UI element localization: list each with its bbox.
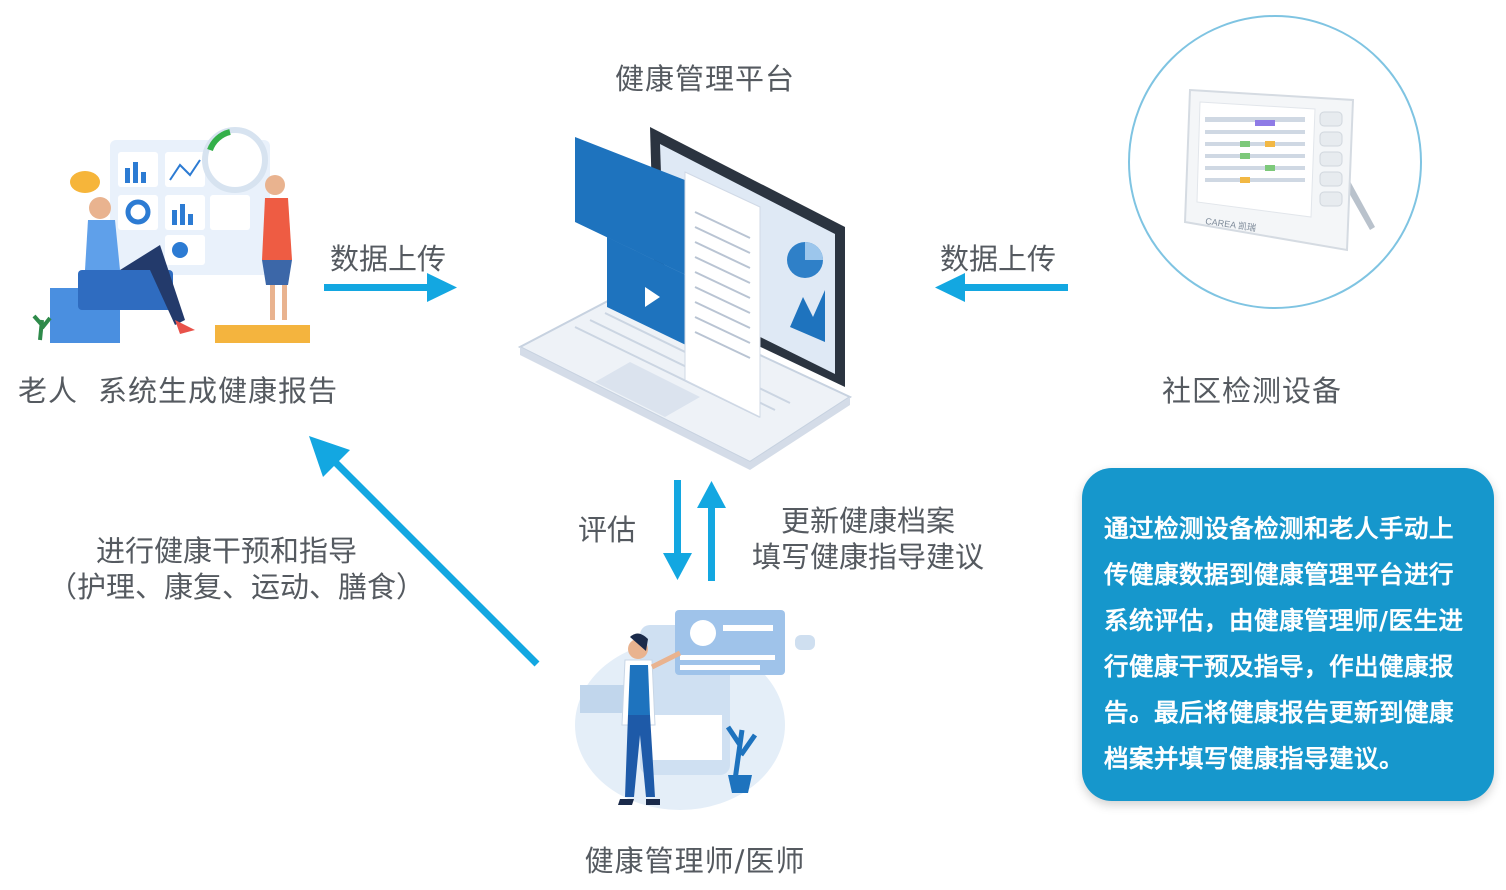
intervention-arrow xyxy=(309,436,540,667)
intervention-label-2: （护理、康复、运动、膳食） xyxy=(48,570,426,604)
elderly-illustration xyxy=(32,127,310,343)
intervention-label-1: 进行健康干预和指导 xyxy=(96,534,358,568)
info-box: 通过检测设备检测和老人手动上传健康数据到健康管理平台进行系统评估，由健康管理师/… xyxy=(1082,468,1494,801)
manager-label: 健康管理师/医师 xyxy=(584,844,806,878)
platform-title: 健康管理平台 xyxy=(614,62,795,96)
upload-label-right: 数据上传 xyxy=(940,242,1057,276)
upload-arrow-right xyxy=(935,273,1068,302)
elderly-report-label: 系统生成健康报告 xyxy=(98,374,339,408)
update-label-2: 填写健康指导建议 xyxy=(751,540,984,574)
upload-arrow-left xyxy=(324,273,457,302)
device-label: 社区检测设备 xyxy=(1162,374,1343,408)
device-illustration: CAREA 凯瑞 xyxy=(1128,15,1422,309)
evaluate-arrow xyxy=(663,480,692,580)
elderly-label: 老人 xyxy=(18,374,79,408)
upload-label-left: 数据上传 xyxy=(330,242,447,276)
evaluate-label: 评估 xyxy=(578,513,637,547)
doctor-illustration xyxy=(575,610,815,810)
update-label-1: 更新健康档案 xyxy=(780,504,955,538)
info-text: 通过检测设备检测和老人手动上传健康数据到健康管理平台进行系统评估，由健康管理师/… xyxy=(1104,514,1464,773)
laptop-illustration xyxy=(517,127,853,470)
update-arrow xyxy=(697,481,726,581)
